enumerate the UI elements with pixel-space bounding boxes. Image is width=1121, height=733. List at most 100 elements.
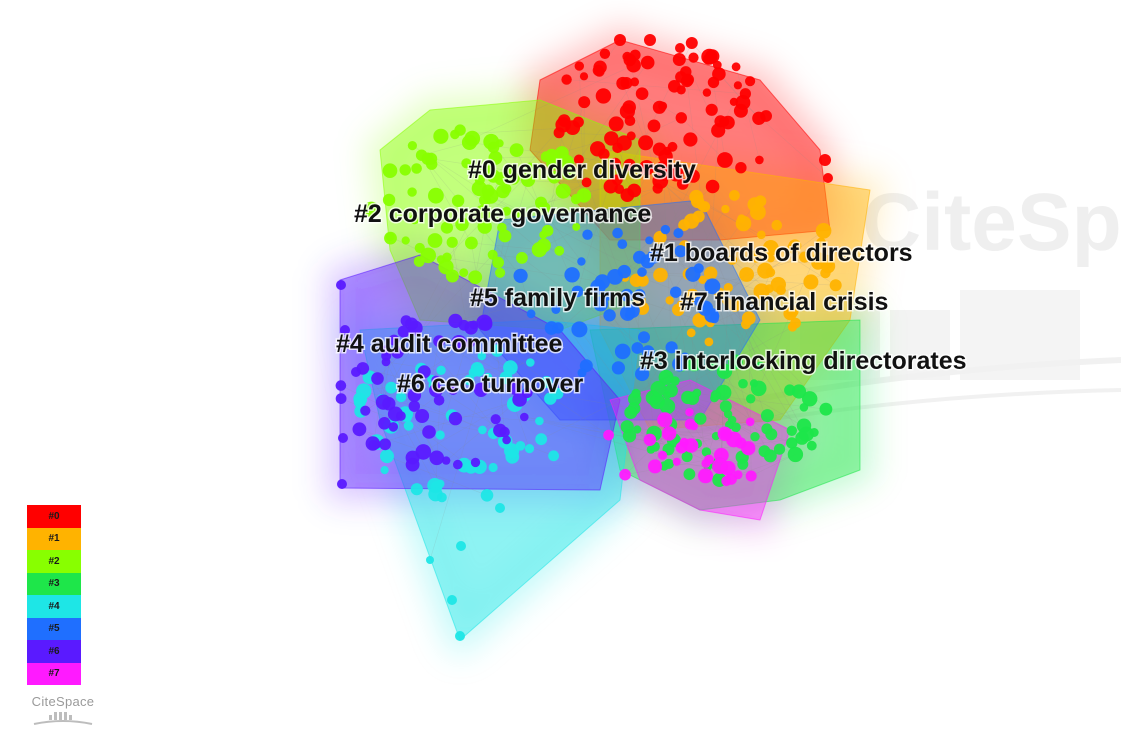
network-node: [659, 398, 676, 415]
network-node: [731, 62, 741, 72]
network-node: [739, 267, 754, 282]
network-node: [380, 449, 394, 464]
network-node: [437, 492, 447, 503]
network-node: [595, 88, 612, 104]
network-node: [746, 394, 756, 404]
network-node: [433, 395, 445, 406]
network-node: [705, 179, 720, 194]
network-node: [509, 143, 524, 158]
network-node: [712, 458, 728, 475]
network-node: [558, 154, 574, 170]
network-node: [705, 49, 720, 64]
network-node: [603, 429, 614, 441]
network-edge: [495, 156, 547, 159]
network-node: [502, 435, 511, 445]
network-node: [353, 396, 366, 409]
network-node: [664, 383, 678, 398]
network-edge: [429, 389, 482, 561]
watermark-text: CiteSpace: [862, 177, 1121, 268]
cluster-label-0: #0 gender diversity: [468, 156, 696, 184]
network-node: [623, 158, 636, 171]
network-node: [652, 100, 667, 114]
network-node: [351, 367, 361, 377]
network-node: [488, 462, 498, 473]
legend-item: #0: [27, 505, 81, 528]
network-node: [396, 411, 406, 421]
network-node: [399, 164, 411, 176]
network-node: [476, 314, 493, 331]
network-edge: [472, 64, 634, 139]
network-node: [579, 72, 589, 81]
network-node: [788, 239, 802, 253]
logo-mark-icon: [33, 712, 93, 725]
network-node: [680, 75, 694, 88]
network-node: [686, 328, 696, 338]
network-node: [428, 187, 444, 204]
network-node: [388, 334, 400, 346]
network-edge: [555, 309, 638, 430]
network-node: [463, 374, 475, 386]
network-node: [715, 384, 732, 401]
network-node: [427, 233, 443, 248]
network-node: [425, 152, 438, 165]
network-node: [617, 239, 628, 250]
network-node: [513, 268, 528, 283]
network-node: [508, 381, 523, 395]
network-node: [526, 309, 536, 319]
network-edge: [660, 180, 699, 217]
network-node: [630, 77, 640, 87]
network-node: [698, 468, 713, 484]
network-node: [474, 174, 485, 185]
network-node: [735, 162, 747, 174]
network-node: [689, 421, 698, 431]
network-node: [384, 231, 397, 245]
network-node: [624, 406, 638, 419]
network-node: [650, 380, 667, 397]
network-edge: [737, 454, 796, 476]
network-node: [590, 141, 606, 157]
network-node: [545, 148, 558, 162]
network-node: [385, 381, 398, 394]
network-edge: [471, 242, 540, 250]
network-node: [735, 95, 751, 110]
network-edge: [539, 420, 663, 456]
network-node: [643, 433, 657, 446]
network-node: [555, 183, 571, 199]
network-node: [368, 440, 379, 451]
network-node: [417, 365, 431, 379]
network-node: [363, 201, 380, 218]
network-node: [614, 343, 631, 360]
network-node: [620, 77, 633, 89]
network-edge: [731, 419, 792, 444]
network-node: [635, 366, 650, 382]
network-node: [683, 132, 698, 147]
network-node: [719, 400, 732, 413]
network-node: [461, 134, 478, 150]
network-node: [641, 345, 655, 359]
network-edge: [431, 341, 440, 380]
network-edge: [679, 47, 719, 131]
legend-item: #4: [27, 595, 81, 618]
network-node: [415, 149, 428, 161]
network-node: [686, 169, 700, 183]
network-node: [749, 250, 762, 263]
network-node: [488, 151, 503, 165]
network-node: [663, 458, 675, 469]
network-node: [599, 48, 611, 59]
network-node: [665, 341, 678, 354]
network-node: [455, 217, 469, 231]
network-node: [685, 37, 698, 49]
network-node: [405, 457, 420, 472]
network-edge: [521, 257, 649, 353]
cluster-label-4: #4 audit committee: [336, 330, 563, 358]
network-node: [552, 322, 564, 334]
network-node: [573, 154, 584, 165]
network-edge: [684, 407, 804, 443]
network-node: [520, 412, 529, 422]
network-node: [490, 414, 501, 425]
network-node: [678, 219, 690, 231]
network-node: [521, 172, 536, 187]
network-node: [422, 425, 436, 439]
network-node: [526, 358, 535, 367]
network-node: [382, 163, 398, 178]
